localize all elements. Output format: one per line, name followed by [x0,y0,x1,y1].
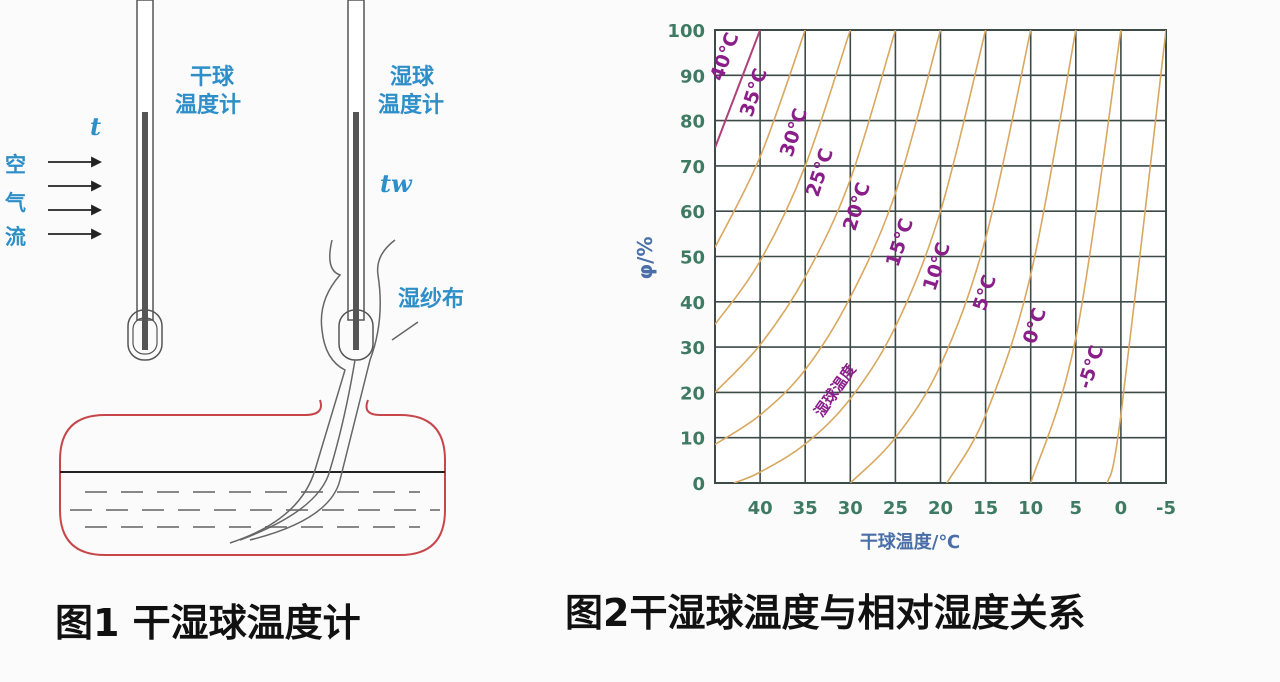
y-tick-label: 30 [680,338,705,359]
y-tick-label: 50 [680,248,705,269]
y-tick-label: 80 [680,112,705,133]
wet-bulb-thermometer [338,0,374,361]
curve-10c [849,30,1032,483]
curve-30c [715,30,852,325]
chart-grid [714,29,1167,484]
x-tick-label: 5 [1070,498,1083,519]
air-label-3: 流 [5,225,26,249]
curve-35c [715,30,806,248]
y-tick-label: 40 [680,293,705,314]
chart-curves [715,30,1166,483]
y-axis-label: φ/% [633,237,657,280]
curve-0c [1029,30,1122,483]
wet-gauze [229,239,419,544]
curve-25c [715,30,897,393]
x-tick-label: -5 [1156,498,1176,519]
y-tick-label: 10 [680,429,705,450]
wet-label-line2: 温度计 [378,92,444,118]
x-tick-label: 25 [883,498,908,519]
wet-label-line1: 湿球 [390,65,435,90]
x-axis-label: 干球温度/℃ [860,531,960,553]
y-tick-label: 100 [667,21,705,42]
x-tick-label: 0 [1115,498,1128,519]
water-lines [70,491,440,528]
gauze-label: 湿纱布 [398,286,464,312]
psychrometer-diagram: 干球 温度计 湿球 温度计 t tw 空 气 流 湿纱布 [4,0,464,556]
x-tick-label: 15 [973,498,998,519]
air-label-1: 空 [5,153,26,177]
x-tick-label: 40 [748,498,773,519]
water-container [59,399,446,556]
dry-label-line2: 温度计 [175,92,241,118]
curve-5c [946,30,1077,483]
curve-20c [715,30,942,446]
dry-label-line1: 干球 [190,65,235,90]
figure2-caption: 图2干湿球温度与相对湿度关系 [565,591,1086,635]
dry-bulb-thermometer [127,0,163,361]
x-tick-label: 20 [928,498,953,519]
curve--5c [1106,30,1166,483]
y-tick-label: 20 [680,383,705,404]
x-tick-label: 30 [838,498,863,519]
figure1-caption: 图1 干湿球温度计 [55,601,361,645]
y-tick-label: 60 [680,202,705,223]
y-tick-label: 0 [692,474,705,495]
tw-label: tw [380,169,413,198]
air-label-2: 气 [4,191,26,215]
y-tick-label: 90 [680,66,705,87]
curve-40c [715,30,762,149]
curve-15c [733,30,987,483]
y-tick-label: 70 [680,157,705,178]
airflow-arrows [48,156,103,240]
x-tick-label: 10 [1018,498,1043,519]
t-label: t [90,112,101,141]
x-tick-label: 35 [793,498,818,519]
